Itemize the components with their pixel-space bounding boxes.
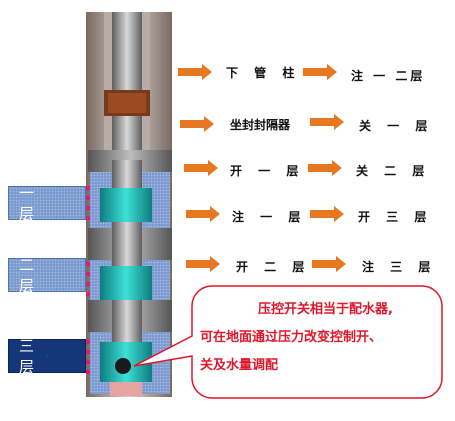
arrow-icon <box>184 160 218 176</box>
callout-line-1: 压控开关相当于配水器, <box>258 302 393 317</box>
arrow-icon <box>178 64 212 80</box>
step-4-left: 注 一 层 <box>232 210 307 224</box>
step-3-right: 关 二 层 <box>356 164 431 178</box>
arrow-icon <box>312 256 346 272</box>
callout-bubble <box>133 285 443 399</box>
valve-1 <box>100 188 152 222</box>
arrow-icon <box>186 256 220 272</box>
step-1-left: 下 管 柱 <box>226 66 301 80</box>
arrow-icon <box>186 206 220 222</box>
step-2-left: 坐封封隔器 <box>230 118 291 132</box>
arrow-icon <box>308 160 342 176</box>
step-3-left: 开 一 层 <box>230 164 305 178</box>
step-5-left: 开 二 层 <box>236 260 311 274</box>
perforations <box>86 186 90 374</box>
arrow-icon <box>310 114 344 130</box>
layer-label-3: 三 层 <box>8 337 86 376</box>
arrow-icon <box>303 64 337 80</box>
callout-line-3: 关及水量调配 <box>200 358 279 373</box>
arrow-icon <box>310 206 344 222</box>
arrow-icon <box>180 116 214 132</box>
layer-label-2: 二 层 <box>8 256 86 295</box>
step-1-right: 注 一 二层 <box>351 69 426 83</box>
step-4-right: 开 三 层 <box>358 210 433 224</box>
valve-2 <box>100 266 152 300</box>
pressure-switch-ball <box>115 358 131 374</box>
layer-label-1: 一 层 <box>8 184 86 223</box>
step-2-right: 关 一 层 <box>359 119 434 133</box>
arrows <box>178 64 346 272</box>
step-5-right: 注 三 层 <box>362 260 437 274</box>
callout-line-2: 可在地面通过压力改变控制开、 <box>200 330 383 345</box>
